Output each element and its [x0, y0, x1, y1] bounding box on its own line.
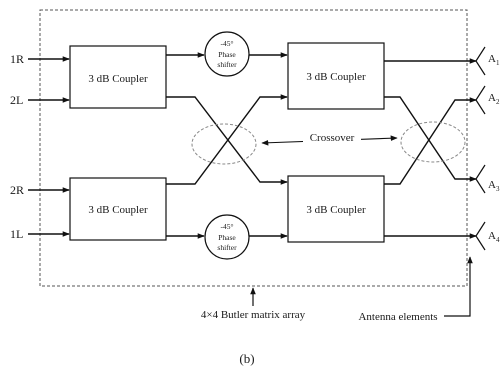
phase-shifter-top — [204, 31, 250, 77]
crossover-label-bg — [303, 131, 361, 144]
port-1r-label: 1R — [10, 52, 24, 66]
crossover-right-path-down — [384, 96, 477, 182]
coupler-bottom-left — [69, 177, 167, 241]
antenna-a1-label: A1 — [488, 53, 500, 67]
coupler-bottom-right — [287, 175, 385, 243]
phase-shifter-bottom-line2: shifter — [217, 243, 237, 252]
phase-shifter-top-value: -45° — [221, 39, 234, 48]
butler-matrix-label: 4×4 Butler matrix array — [201, 309, 306, 321]
phase-shifter-bottom-line1: Phase — [218, 233, 236, 242]
phase-shifter-bottom-value: -45° — [221, 222, 234, 231]
coupler-top-left — [69, 45, 167, 109]
coupler-top-right-label: 3 dB Coupler — [306, 71, 366, 83]
coupler-top-left-label: 3 dB Coupler — [88, 73, 148, 85]
coupler-bottom-left-label: 3 dB Coupler — [88, 204, 148, 216]
antenna-a1-icon — [475, 46, 486, 76]
phase-shifter-top-line1: Phase — [218, 50, 236, 59]
antenna-a4-icon — [475, 221, 486, 251]
crossover-left-path-up — [166, 94, 288, 185]
antenna-a3-label: A3 — [488, 179, 500, 193]
antenna-elements-label: Antenna elements — [358, 311, 437, 323]
antenna-a4-label: A4 — [488, 230, 500, 244]
port-1l-label: 1L — [10, 227, 23, 241]
phase-shifter-bottom — [204, 214, 250, 260]
antenna-a3-icon — [475, 164, 486, 194]
coupler-top-right — [287, 42, 385, 110]
antenna-a2-label: A2 — [488, 92, 500, 106]
figure-caption: (b) — [239, 351, 254, 366]
port-2r-label: 2R — [10, 183, 24, 197]
phase-shifter-top-line2: shifter — [217, 60, 237, 69]
crossover-label: Crossover — [310, 132, 355, 144]
crossover-left-path-down — [166, 96, 288, 185]
matrix-boundary — [39, 9, 468, 287]
coupler-bottom-right-label: 3 dB Coupler — [306, 204, 366, 216]
crossover-left-ellipse — [191, 123, 257, 165]
antenna-elements-pointer — [444, 256, 473, 317]
crossover-right-path-up — [384, 97, 477, 185]
crossover-right-ellipse — [400, 121, 466, 163]
port-2l-label: 2L — [10, 93, 23, 107]
antenna-a2-icon — [475, 85, 486, 115]
